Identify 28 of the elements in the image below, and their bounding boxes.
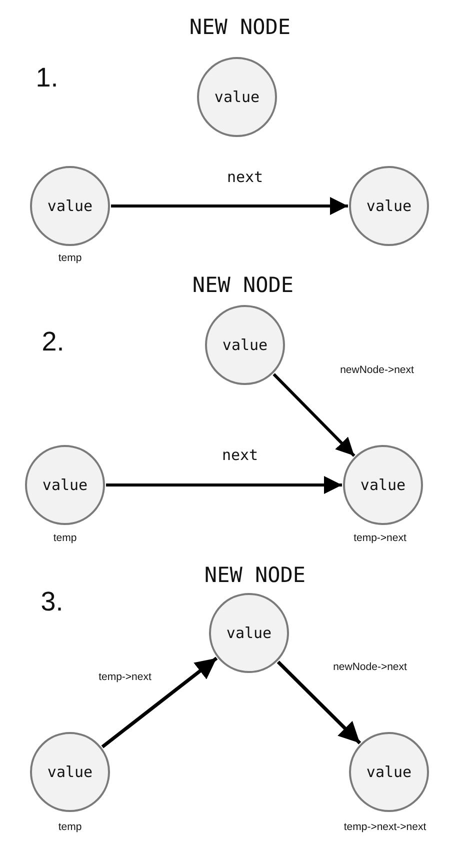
node-value: value [47, 763, 93, 781]
pointer-name: temp->next->next [344, 821, 426, 833]
node-heading: NEW NODE [189, 15, 291, 39]
node-heading: NEW NODE [192, 273, 294, 297]
arrow [101, 656, 218, 748]
node-value: value [360, 476, 406, 494]
node-value: value [42, 476, 88, 494]
step-number: 2. [42, 326, 64, 358]
edge-label: temp->next [96, 671, 154, 683]
step-number: 1. [36, 62, 58, 94]
pointer-name: temp->next [354, 532, 406, 544]
arrow [276, 660, 362, 744]
node-heading: NEW NODE [204, 563, 306, 587]
node-value: value [222, 336, 268, 354]
edge-label: newNode->next [338, 364, 416, 376]
edge-label: newNode->next [331, 661, 409, 673]
arrow [272, 373, 356, 457]
node-value: value [366, 763, 412, 781]
pointer-name: temp [53, 532, 77, 544]
node-value: value [226, 624, 272, 642]
node-value: value [214, 88, 260, 106]
arrow [106, 476, 342, 494]
step-number: 3. [40, 586, 64, 618]
pointer-name: temp [58, 252, 82, 264]
node-value: value [366, 197, 412, 215]
node-value: value [47, 197, 93, 215]
pointer-name: temp [58, 821, 82, 833]
arrow [111, 197, 348, 215]
